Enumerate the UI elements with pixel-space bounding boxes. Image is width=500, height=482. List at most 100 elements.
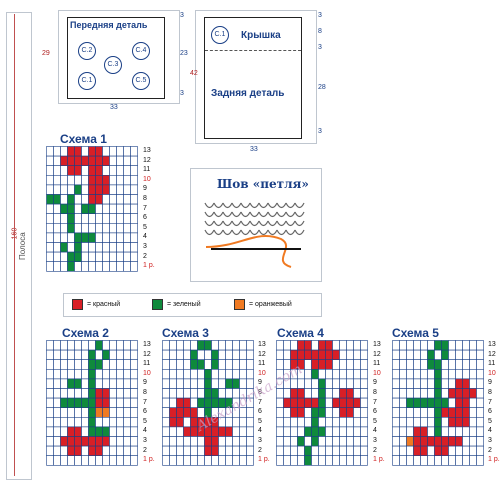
- grid-cell: [190, 359, 198, 370]
- grid-cell: [95, 436, 103, 447]
- grid-cell: [399, 445, 407, 456]
- grid-cell: [60, 455, 68, 466]
- grid-cell: [311, 368, 319, 380]
- grid-cell: [197, 397, 205, 408]
- grid-cell: [81, 436, 89, 447]
- legend-red: = красный: [72, 299, 120, 310]
- strip-label: Полоса: [18, 232, 27, 260]
- grid-cell: [53, 455, 61, 466]
- grid-cell: [462, 388, 470, 399]
- grid-cell: [109, 223, 117, 234]
- grid-cell: [441, 445, 449, 456]
- back-dim-width: 33: [250, 146, 258, 153]
- legend-green: = зеленый: [152, 299, 201, 310]
- grid-cell: [469, 436, 477, 447]
- grid-cell: [413, 445, 421, 456]
- grid-cell: [116, 340, 124, 351]
- grid-cell: [130, 223, 138, 234]
- grid-cell: [462, 359, 470, 370]
- grid-cell: [276, 417, 284, 428]
- grid-cell: [95, 242, 103, 253]
- row-label: 1 р.: [488, 456, 500, 464]
- grid-cell: [427, 388, 435, 399]
- scheme2-grid: [46, 340, 138, 466]
- front-dim-height: 29: [42, 50, 50, 57]
- knit-loop: [204, 229, 215, 236]
- grid-cell: [346, 378, 354, 389]
- grid-cell: [46, 378, 54, 389]
- grid-cell: [116, 261, 124, 272]
- grid-cell: [67, 445, 75, 456]
- grid-cell: [95, 261, 103, 272]
- grid-cell: [406, 417, 414, 428]
- grid-cell: [67, 203, 75, 214]
- grid-cell: [116, 203, 124, 214]
- circle-c1: С.1: [78, 72, 96, 90]
- grid-cell: [232, 455, 240, 466]
- scheme5-grid: [392, 340, 484, 466]
- grid-cell: [95, 184, 103, 195]
- knit-loop: [276, 229, 287, 236]
- back-detail-shape: С.1 Крышка Задняя деталь: [204, 17, 302, 139]
- grid-cell: [392, 455, 400, 466]
- grid-cell: [162, 445, 170, 456]
- grid-cell: [211, 349, 219, 361]
- grid-cell: [325, 378, 333, 389]
- grid-cell: [162, 359, 170, 370]
- grid-cell: [176, 349, 184, 361]
- grid-cell: [218, 445, 226, 456]
- grid-cell: [197, 368, 205, 380]
- grid-cell: [176, 397, 184, 408]
- grid-cell: [46, 174, 54, 186]
- grid-cell: [406, 340, 414, 351]
- grid-cell: [176, 417, 184, 428]
- row-label: 12: [373, 350, 381, 358]
- knit-loop: [258, 202, 269, 209]
- grid-cell: [462, 397, 470, 408]
- row-label: 11: [373, 360, 381, 368]
- grid-cell: [325, 388, 333, 399]
- circle-c5: С.5: [132, 72, 150, 90]
- grid-cell: [476, 397, 484, 408]
- grid-cell: [74, 194, 82, 205]
- grid-cell: [360, 340, 368, 351]
- grid-cell: [325, 368, 333, 380]
- grid-cell: [441, 397, 449, 408]
- grid-cell: [218, 349, 226, 361]
- grid-cell: [469, 397, 477, 408]
- grid-cell: [297, 445, 305, 456]
- grid-cell: [95, 340, 103, 351]
- grid-cell: [276, 359, 284, 370]
- grid-cell: [46, 242, 54, 253]
- grid-cell: [123, 378, 131, 389]
- grid-cell: [353, 368, 361, 380]
- grid-cell: [123, 165, 131, 176]
- grid-cell: [74, 203, 82, 214]
- grid-cell: [183, 368, 191, 380]
- grid-cell: [297, 455, 305, 466]
- row-label: 4: [488, 427, 492, 435]
- front-dim-r2: 23: [180, 50, 188, 57]
- grid-cell: [88, 407, 96, 418]
- knit-loop: [294, 220, 305, 227]
- row-label: 8: [488, 388, 492, 396]
- lid-label: Крышка: [241, 30, 281, 41]
- front-dim-r3: 3: [180, 90, 184, 97]
- grid-cell: [441, 349, 449, 361]
- front-dim-width: 33: [110, 104, 118, 111]
- knit-loop: [276, 220, 287, 227]
- grid-cell: [420, 368, 428, 380]
- grid-cell: [462, 455, 470, 466]
- scheme4-title: Схема 4: [277, 326, 324, 340]
- grid-cell: [88, 223, 96, 234]
- grid-cell: [88, 340, 96, 351]
- grid-cell: [427, 407, 435, 418]
- grid-cell: [46, 261, 54, 272]
- grid-cell: [46, 165, 54, 176]
- grid-cell: [346, 417, 354, 428]
- grid-cell: [297, 397, 305, 408]
- grid-cell: [102, 223, 110, 234]
- knit-loop: [240, 229, 251, 236]
- grid-cell: [95, 213, 103, 224]
- grid-cell: [123, 426, 131, 437]
